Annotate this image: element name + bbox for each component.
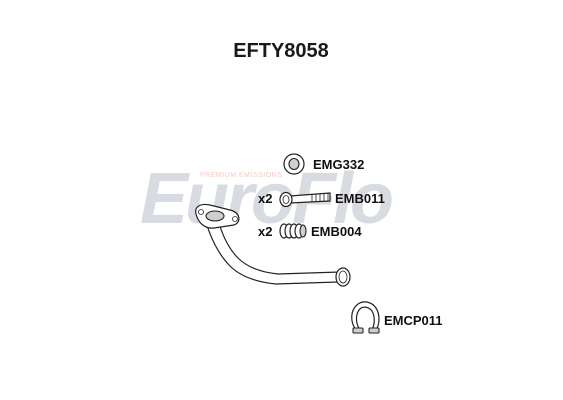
part-qty-emb011: x2 [258, 191, 272, 206]
part-code-emb004: EMB004 [311, 224, 362, 239]
brand-watermark: EuroFlo PREMIUM EMISSIONS [140, 159, 395, 239]
page-title: EFTY8058 [233, 40, 329, 62]
part-code-emcp011: EMCP011 [384, 313, 443, 328]
watermark-brand-text: EuroFlo [140, 159, 392, 239]
gasket-icon [283, 153, 305, 175]
part-code-emg332: EMG332 [313, 157, 364, 172]
front-pipe-icon [195, 203, 351, 287]
part-qty-emb004: x2 [258, 224, 272, 239]
bolt-icon [279, 191, 331, 208]
spring-icon [279, 223, 307, 239]
part-code-emb011: EMB011 [335, 191, 385, 206]
watermark-tagline: PREMIUM EMISSIONS [200, 172, 282, 179]
clamp-icon [351, 301, 380, 334]
